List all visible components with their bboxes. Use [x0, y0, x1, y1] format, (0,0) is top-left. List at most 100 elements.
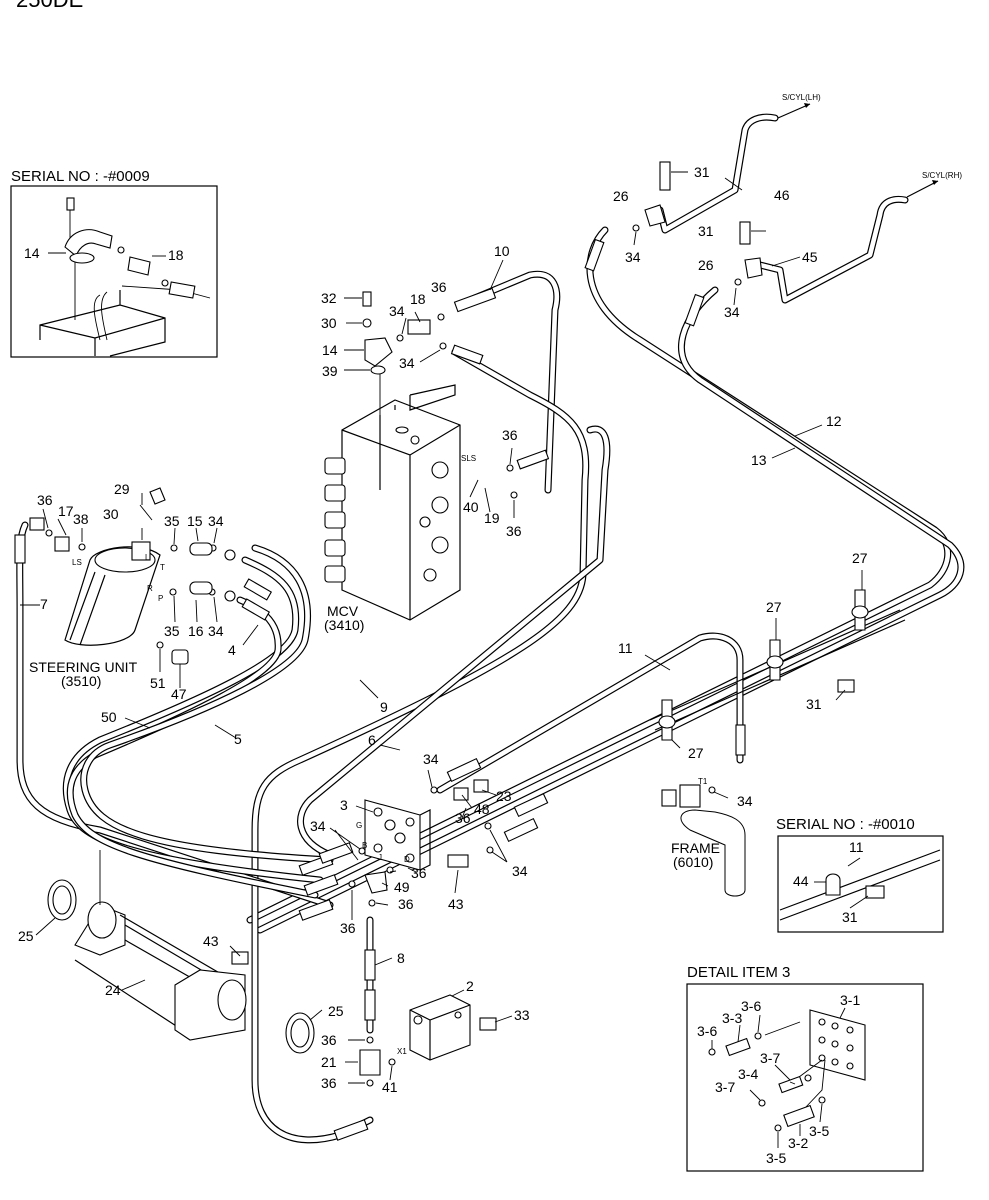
callout-c48: 31 — [806, 696, 822, 712]
callout-c83: 3-7 — [715, 1079, 735, 1095]
callout-c31: 35 — [164, 513, 180, 529]
callout-c1: 10 — [494, 243, 510, 259]
callout-numbers: 10 36 32 18 30 34 14 34 39 36 40 19 36 3… — [18, 164, 868, 1166]
callout-c17: 34 — [625, 249, 641, 265]
callout-c70: 36 — [321, 1032, 337, 1048]
callout-c66: 24 — [105, 982, 121, 998]
callout-c4: 18 — [410, 291, 426, 307]
callout-c79: 3-6 — [697, 1023, 717, 1039]
leader-lines — [20, 177, 863, 1084]
callout-c3: 32 — [321, 290, 337, 306]
frame-pipe: T1 FRAME (6010) — [661, 777, 746, 897]
callout-c49: 27 — [688, 745, 704, 761]
mcv-label: MCV — [327, 603, 359, 619]
callout-c78: 3-1 — [840, 992, 860, 1008]
callout-c67: 2 — [466, 978, 474, 994]
callout-c63: 8 — [397, 950, 405, 966]
callout-c9: 39 — [322, 363, 338, 379]
mcv-valve: MCV (3410) SLS — [324, 370, 476, 633]
port-l: L — [145, 553, 150, 562]
callout-c35: 35 — [164, 623, 180, 639]
scyl-lh-label: S/CYL(LH) — [782, 93, 821, 102]
steering-unit: STEERING UNIT (3510) LS L T R P — [29, 487, 166, 689]
callout-c30: 30 — [103, 506, 119, 522]
callout-c13: 36 — [506, 523, 522, 539]
port-t: T — [160, 563, 165, 572]
callout-c68: 33 — [514, 1007, 530, 1023]
inset-serial-0009-frame — [10, 185, 218, 358]
callout-c38: 4 — [228, 642, 236, 658]
callout-c26: 29 — [114, 481, 130, 497]
callout-c80: 3-3 — [722, 1010, 742, 1026]
port-ls: LS — [72, 558, 82, 567]
frame-code: (6010) — [673, 854, 713, 870]
manifold-plate-3: G J D B — [356, 799, 431, 871]
callout-c85: 3-2 — [788, 1135, 808, 1151]
port-r: R — [147, 584, 153, 593]
callout-c6: 34 — [389, 303, 405, 319]
callout-c33: 34 — [208, 513, 224, 529]
callout-c55: 34 — [310, 818, 326, 834]
callout-c20: 26 — [698, 257, 714, 273]
callout-c21: 34 — [724, 304, 740, 320]
callout-c28: 17 — [58, 503, 74, 519]
inset-0009-elbow — [64, 229, 113, 257]
port-x1: X1 — [397, 1047, 407, 1056]
port-t1: T1 — [698, 777, 708, 786]
callout-c5: 30 — [321, 315, 337, 331]
callout-c25: 18 — [168, 247, 184, 263]
valve-block-2: X1 — [397, 994, 471, 1061]
model-title: 250DE — [16, 0, 83, 12]
clamp-bar-27 — [649, 589, 906, 741]
inset-serial-0010-title: SERIAL NO : -#0010 — [776, 816, 915, 833]
callout-c73: 41 — [382, 1079, 398, 1095]
callout-c39: 51 — [150, 675, 166, 691]
port-d: D — [404, 855, 410, 864]
inset-0009-block — [39, 290, 166, 357]
port-sls: SLS — [461, 454, 476, 463]
callout-c19: 45 — [802, 249, 818, 265]
callout-c43: 9 — [380, 699, 388, 715]
callout-c69: 25 — [328, 1003, 344, 1019]
callout-c56: 36 — [455, 810, 471, 826]
callout-c44: 6 — [368, 732, 376, 748]
callout-c46: 27 — [766, 599, 782, 615]
callout-c62: 36 — [340, 920, 356, 936]
port-g: G — [356, 821, 362, 830]
tube-harness — [16, 113, 965, 1144]
callout-c57: 36 — [411, 865, 427, 881]
callout-c60: 43 — [448, 896, 464, 912]
inset-detail-item-3-title: DETAIL ITEM 3 — [687, 964, 790, 981]
callout-c11: 40 — [463, 499, 479, 515]
port-j: J — [378, 853, 382, 862]
callout-c42: 5 — [234, 731, 242, 747]
inset-serial-0009-title: SERIAL NO : -#0009 — [11, 168, 150, 185]
callout-c40: 47 — [171, 686, 187, 702]
callout-c72: 36 — [321, 1075, 337, 1091]
callout-c34: 7 — [40, 596, 48, 612]
inset-serial-0009: SERIAL NO : -#0009 14 18 — [10, 168, 218, 358]
callout-c18: 31 — [698, 223, 714, 239]
scyl-rh-label: S/CYL(RH) — [922, 171, 962, 180]
callout-c37: 34 — [208, 623, 224, 639]
mcv-top-fittings — [344, 291, 393, 375]
callout-c52: 48 — [474, 801, 490, 817]
port-b: B — [362, 841, 367, 850]
bracket-assembly-24 — [47, 850, 315, 1054]
steering-unit-label: STEERING UNIT — [29, 659, 138, 675]
callout-c86: 3-5 — [766, 1150, 786, 1166]
callout-c54: 3 — [340, 797, 348, 813]
callout-c51: 23 — [496, 788, 512, 804]
inset-detail-item-3: DETAIL ITEM 3 — [686, 964, 924, 1172]
callout-c32: 15 — [187, 513, 203, 529]
hose-ferrules — [14, 238, 746, 1141]
scyl-arrows: S/CYL(LH) S/CYL(RH) — [777, 93, 962, 198]
callout-c14: 31 — [694, 164, 710, 180]
callout-c64: 43 — [203, 933, 219, 949]
callout-c41: 50 — [101, 709, 117, 725]
callout-c16: 26 — [613, 188, 629, 204]
callout-c76: 31 — [842, 909, 858, 925]
callout-c77: 3-6 — [741, 998, 761, 1014]
callout-c10: 36 — [502, 427, 518, 443]
